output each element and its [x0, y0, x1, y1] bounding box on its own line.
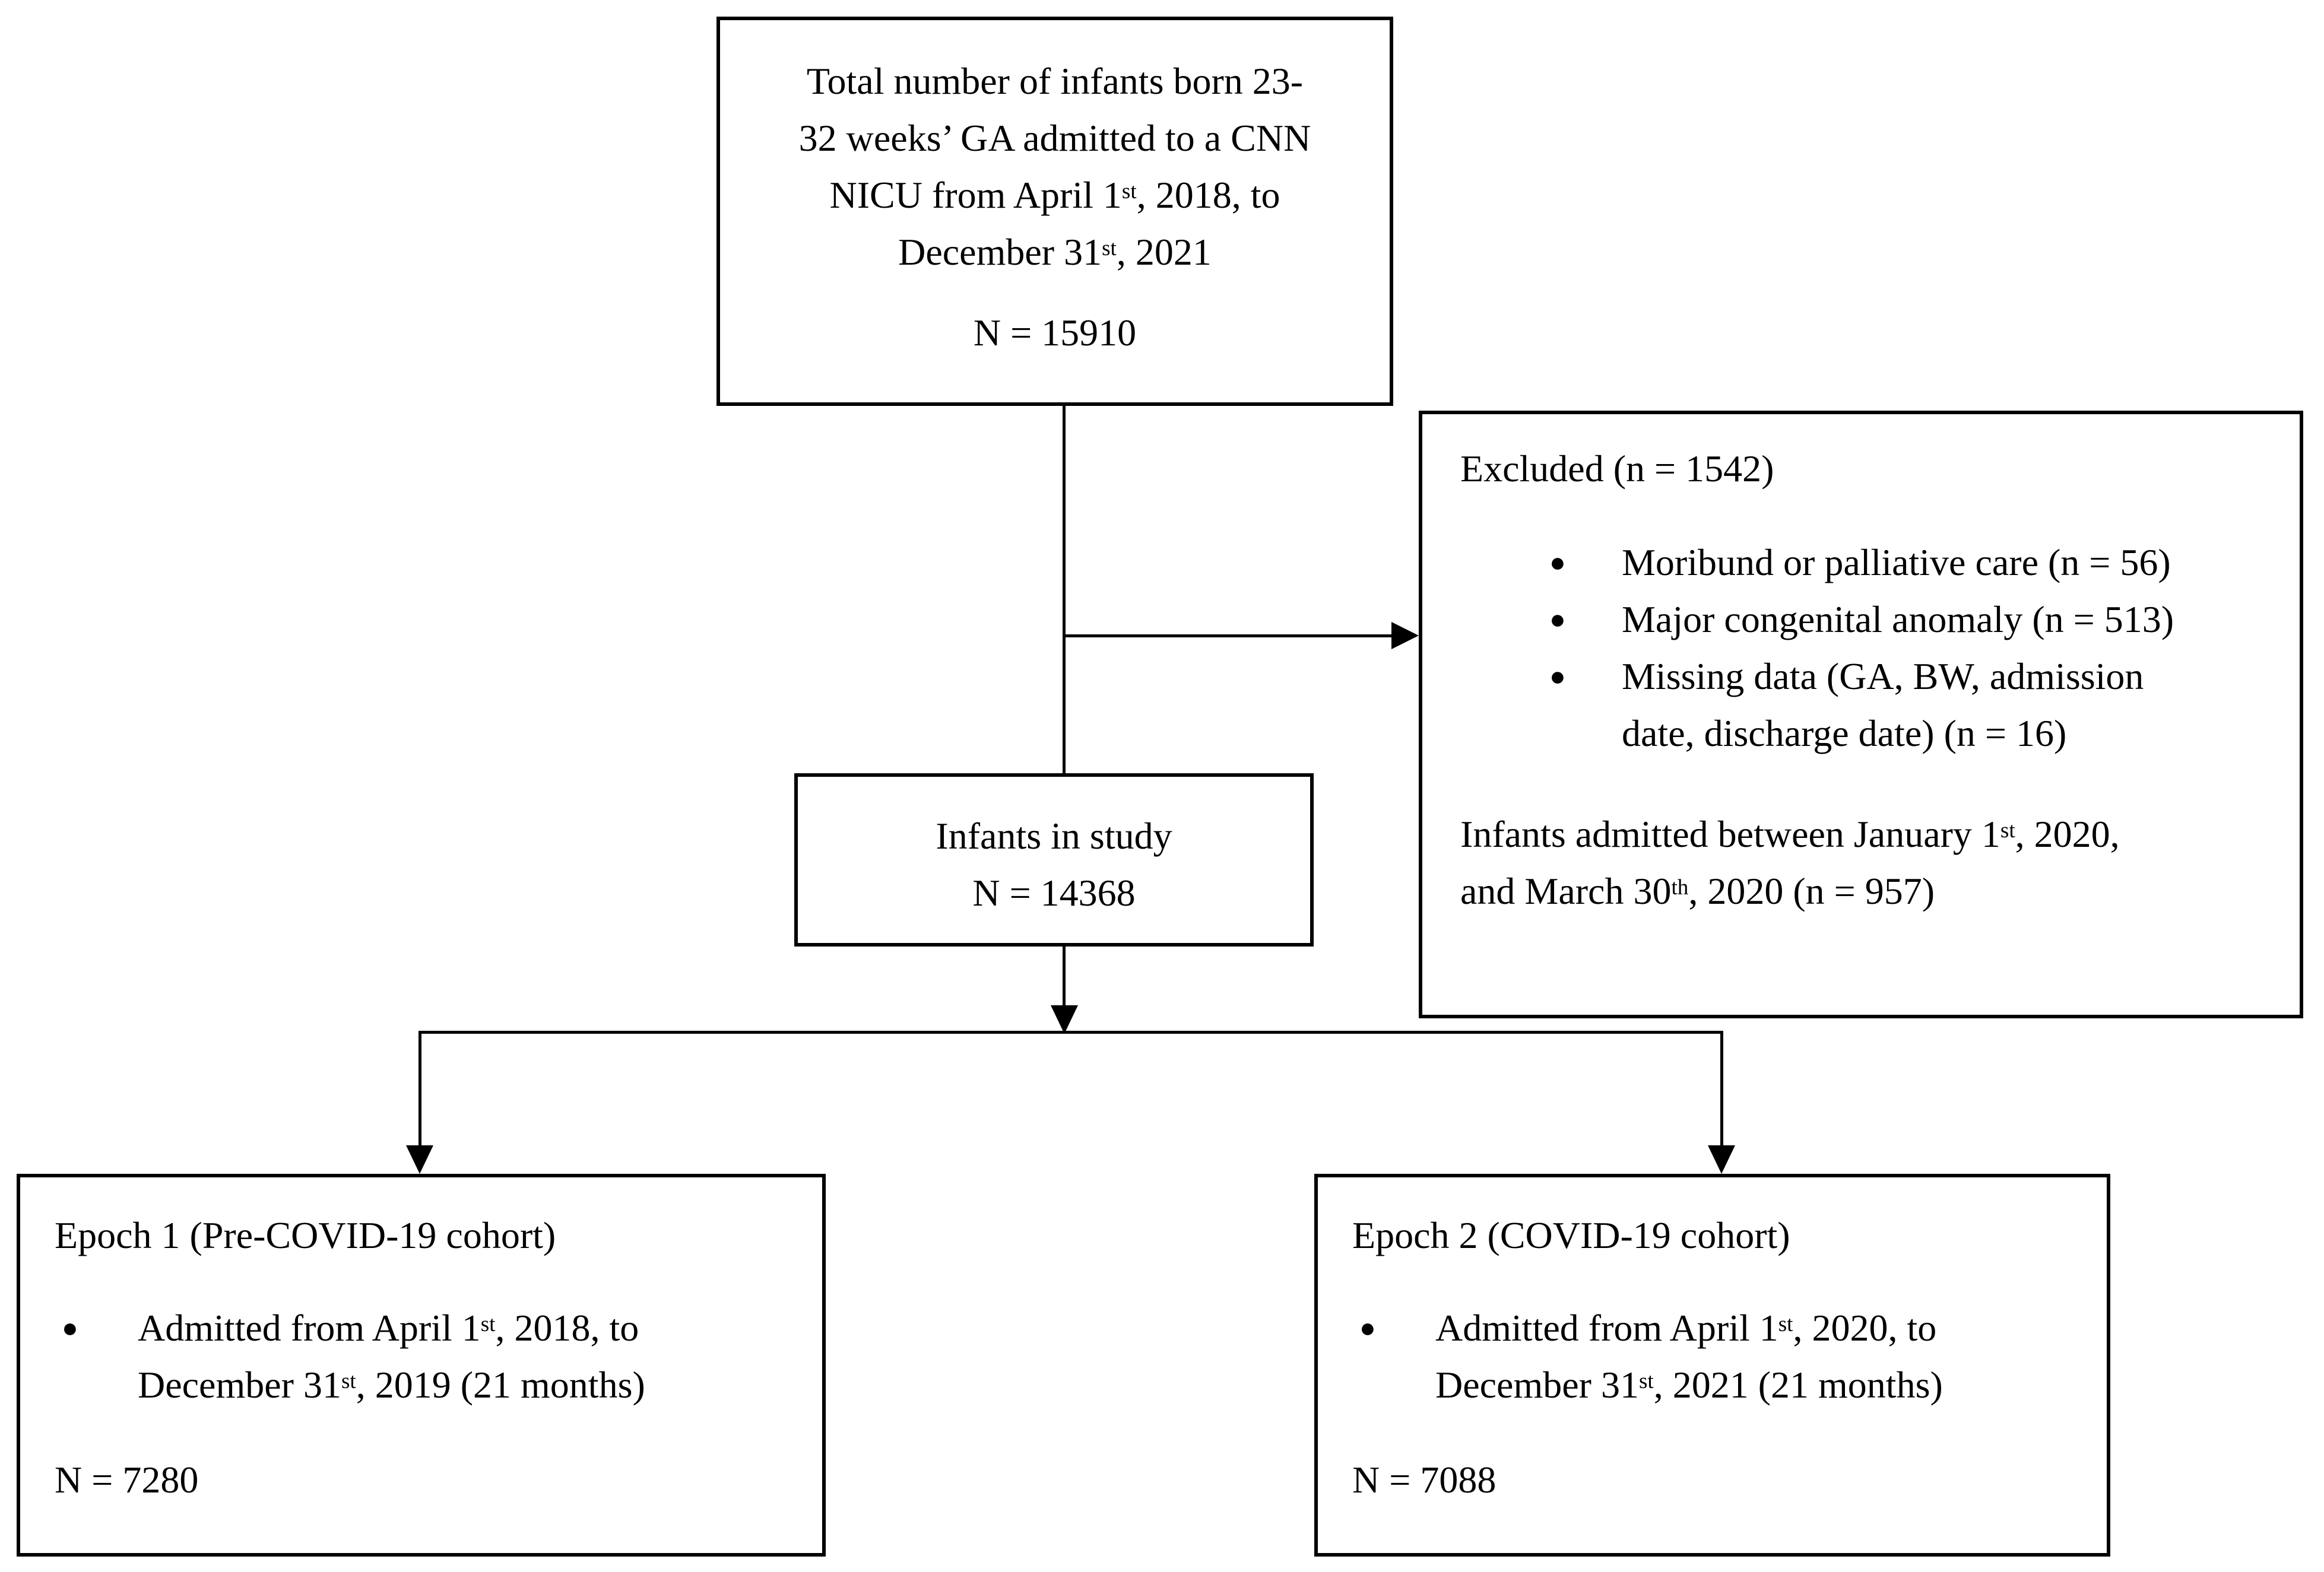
arrowhead-down-branch [1051, 1005, 1078, 1034]
ordinal-superscript: st [1121, 179, 1137, 204]
epoch2-title: Epoch 2 (COVID-19 cohort) [1352, 1214, 1790, 1256]
epoch1-title: Epoch 1 (Pre-COVID-19 cohort) [55, 1214, 556, 1256]
bullet-text: date, discharge date) (n = 16) [1622, 712, 2067, 754]
text-segment: , 2020 (n = 957) [1688, 870, 1935, 912]
excluded-bullet-moribund: ● Moribund or palliative care (n = 56) [1460, 534, 2278, 591]
text-segment: , 2021 [1116, 231, 1212, 273]
epoch1-box: Epoch 1 (Pre-COVID-19 cohort) ● Admitted … [17, 1174, 826, 1557]
bullet-icon: ● [1359, 1313, 1376, 1343]
connector-to-excluded-line [1064, 634, 1393, 637]
connector-branch-to-epoch2-line [1720, 1033, 1723, 1147]
ordinal-superscript: st [1102, 236, 1117, 261]
epoch2-box: Epoch 2 (COVID-19 cohort) ● Admitted from… [1314, 1174, 2110, 1557]
eligible-line-4: December 31st, 2021 [720, 224, 1390, 281]
ordinal-superscript: st [480, 1312, 496, 1337]
ordinal-superscript: st [341, 1369, 356, 1394]
excluded-note-line-1: Infants admitted between January 1st, 20… [1460, 806, 2278, 863]
text-segment: , 2021 (21 months) [1653, 1364, 1943, 1406]
excluded-bullet-anomaly: ● Major congenital anomaly (n = 513) [1460, 591, 2278, 648]
text-segment: , 2020, [2015, 813, 2120, 855]
arrowhead-down-epoch2 [1708, 1145, 1735, 1174]
excluded-box: Excluded (n = 1542) ● Moribund or palliat… [1419, 411, 2303, 1018]
bullet-icon: ● [1549, 604, 1566, 634]
n-epoch2-count: N = 7088 [1352, 1459, 1497, 1501]
eligible-population-box: Total number of infants born 23- 32 week… [716, 17, 1393, 406]
ordinal-superscript: st [1638, 1369, 1654, 1394]
bullet-text: Missing data (GA, BW, admission [1622, 655, 2144, 697]
n-total-count: N = 15910 [973, 312, 1137, 354]
text-segment: , 2018, to [1136, 174, 1280, 216]
eligible-line-1: Total number of infants born 23- [806, 60, 1304, 102]
study-label: Infants in study [936, 815, 1172, 857]
arrowhead-down-epoch1 [406, 1145, 433, 1174]
text-segment: December 31 [1435, 1364, 1639, 1406]
infants-in-study-box: Infants in study N = 14368 [794, 773, 1314, 947]
bullet-icon: ● [62, 1313, 78, 1343]
excluded-bullet-missing-data: ● Missing data (GA, BW, admission date, di… [1460, 648, 2278, 762]
branch-line [418, 1031, 1723, 1034]
text-segment: NICU from April 1 [829, 174, 1122, 216]
bullet-icon: ● [1549, 547, 1566, 577]
excluded-bullet-list: ● Moribund or palliative care (n = 56) ● M… [1460, 534, 2278, 762]
ordinal-superscript: th [1671, 875, 1689, 900]
n-study-count: N = 14368 [972, 872, 1136, 914]
n-epoch1-count: N = 7280 [55, 1459, 199, 1501]
eligible-line-3: NICU from April 1st, 2018, to [720, 167, 1390, 224]
bullet-icon: ● [1549, 661, 1566, 691]
eligible-line-2: 32 weeks’ GA admitted to a CNN [798, 117, 1311, 159]
excluded-note: Infants admitted between January 1st, 20… [1460, 806, 2278, 920]
excluded-note-line-2: and March 30th, 2020 (n = 957) [1460, 863, 2278, 920]
text-segment: , 2018, to [495, 1307, 639, 1349]
connector-study-to-branch-line [1063, 947, 1066, 1006]
text-segment: Admitted from April 1 [1435, 1307, 1778, 1349]
excluded-title: Excluded (n = 1542) [1460, 447, 1774, 490]
text-segment: and March 30 [1460, 870, 1672, 912]
text-segment: December 31 [898, 231, 1102, 273]
text-segment: , 2019 (21 months) [356, 1364, 645, 1406]
text-segment: Infants admitted between January 1 [1460, 813, 2000, 855]
ordinal-superscript: st [2000, 818, 2015, 843]
text-segment: December 31 [138, 1364, 341, 1406]
text-segment: Admitted from April 1 [138, 1307, 481, 1349]
connector-top-to-study-line [1063, 406, 1066, 774]
text-segment: , 2020, to [1793, 1307, 1937, 1349]
bullet-text: Moribund or palliative care (n = 56) [1622, 541, 2171, 583]
arrowhead-right-excluded [1391, 622, 1419, 649]
connector-branch-to-epoch1-line [418, 1033, 421, 1147]
ordinal-superscript: st [1778, 1312, 1793, 1337]
bullet-text: Major congenital anomaly (n = 513) [1622, 598, 2174, 640]
